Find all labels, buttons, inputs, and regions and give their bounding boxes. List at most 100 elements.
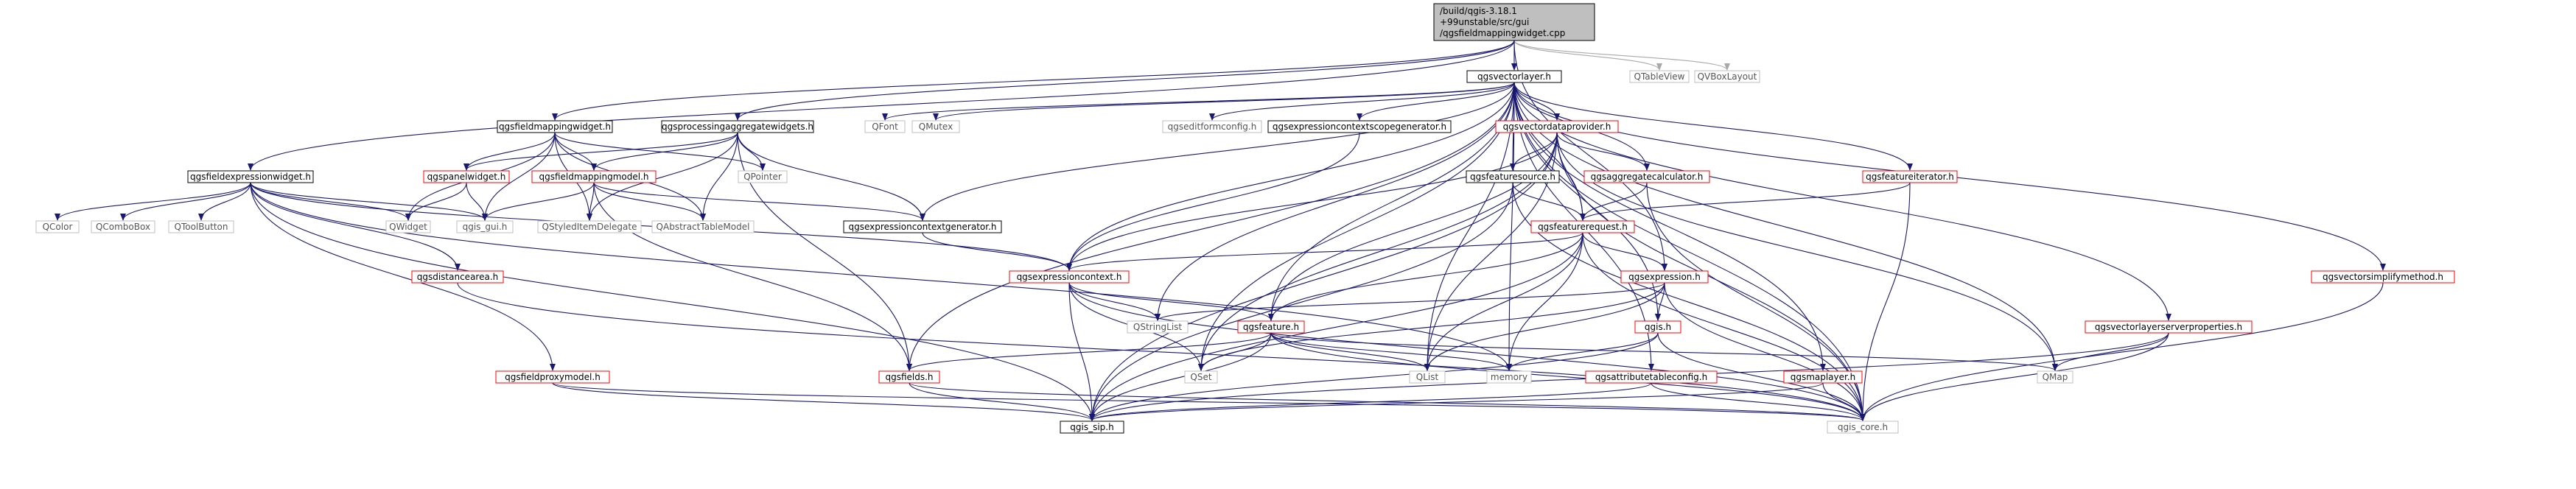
node-qlist[interactable]: QList: [1409, 370, 1446, 384]
node-box[interactable]: [1009, 270, 1130, 284]
node-qstyleditemdelegate[interactable]: QStyledItemDelegate: [537, 220, 642, 233]
node-box[interactable]: [864, 120, 906, 133]
node-qgsvectorlayer[interactable]: qgsvectorlayer.h: [1466, 70, 1562, 83]
node-qgsfeaturesource[interactable]: qgsfeaturesource.h: [1466, 170, 1560, 183]
node-qgsvectorlayerserverproperties[interactable]: qgsvectorlayerserverproperties.h: [2085, 320, 2253, 334]
node-qgsprocessingaggregatewidgets[interactable]: qgsprocessingaggregatewidgets.h: [661, 120, 814, 133]
node-box[interactable]: [2085, 320, 2253, 334]
node-box[interactable]: [1495, 120, 1619, 133]
node-qgsexpressioncontextscopegenerator[interactable]: qgsexpressioncontextscopegenerator.h: [1267, 120, 1452, 133]
node-qgsvectordataprovider[interactable]: qgsvectordataprovider.h: [1495, 120, 1619, 133]
edge-qgsvectordataprovider-to-qgsfeature: [1268, 132, 1558, 321]
node-box[interactable]: [1237, 320, 1305, 334]
node-qvboxlayout[interactable]: QVBoxLayout: [1694, 70, 1760, 83]
node-box[interactable]: [1127, 320, 1189, 334]
node-box[interactable]: [456, 220, 514, 233]
edge-qgsvectorlayer-to-qgsexpressioncontext: [1066, 82, 1515, 271]
node-memory[interactable]: memory: [1486, 370, 1532, 384]
node-qgsmaplayer[interactable]: qgsmaplayer.h: [1783, 370, 1863, 384]
node-box[interactable]: [1783, 370, 1863, 384]
node-box[interactable]: [531, 170, 657, 183]
node-label: QAbstractTableModel: [657, 222, 750, 232]
node-box[interactable]: [1466, 70, 1562, 83]
node-box[interactable]: [385, 220, 431, 233]
node-qabstracttablemodel[interactable]: QAbstractTableModel: [651, 220, 755, 233]
node-box[interactable]: [911, 120, 960, 133]
node-qstringlist[interactable]: QStringList: [1127, 320, 1189, 334]
root-node-box[interactable]: [1433, 3, 1595, 41]
node-qgsfieldmappingwidget[interactable]: qgsfieldmappingwidget.h: [497, 120, 613, 133]
node-qcombobox[interactable]: QComboBox: [91, 220, 155, 233]
node-qgsexpressioncontext[interactable]: qgsexpressioncontext.h: [1009, 270, 1130, 284]
node-qmap[interactable]: QMap: [2037, 370, 2073, 384]
node-box[interactable]: [651, 220, 755, 233]
node-qgsfieldexpressionwidget[interactable]: qgsfieldexpressionwidget.h: [187, 170, 314, 183]
node-qwidget[interactable]: QWidget: [385, 220, 431, 233]
node-box[interactable]: [1583, 170, 1710, 183]
node-qgsfeatureiterator[interactable]: qgsfeatureiterator.h: [1862, 170, 1958, 183]
node-qgis-gui[interactable]: qgis_gui.h: [456, 220, 514, 233]
node-box[interactable]: [423, 170, 510, 183]
node-qgspanelwidget[interactable]: qgspanelwidget.h: [423, 170, 510, 183]
node-box[interactable]: [1267, 120, 1452, 133]
node-qgis-core[interactable]: qgis_core.h: [1827, 421, 1899, 434]
node-box[interactable]: [187, 170, 314, 183]
node-qgis-sip[interactable]: qgis_sip.h: [1060, 421, 1124, 434]
node-qgseditformconfig[interactable]: qgseditformconfig.h: [1162, 120, 1262, 133]
node-box[interactable]: [1694, 70, 1760, 83]
node-box[interactable]: [1585, 370, 1718, 384]
node-box[interactable]: [1862, 170, 1958, 183]
node-box[interactable]: [1620, 270, 1709, 284]
node-box[interactable]: [661, 120, 814, 133]
node-box[interactable]: [411, 270, 504, 284]
node-box[interactable]: [497, 120, 613, 133]
edge-root-to-qgsfieldmappingwidget: [552, 40, 1515, 121]
node-box[interactable]: [35, 220, 80, 233]
node-qgsexpressioncontextgenerator[interactable]: qgsexpressioncontextgenerator.h: [843, 220, 1002, 233]
node-box[interactable]: [495, 370, 610, 384]
edge-qgsfieldexpressionwidget-to-memory: [250, 182, 1512, 371]
node-box[interactable]: [878, 370, 940, 384]
node-qtableview[interactable]: QTableView: [1629, 70, 1690, 83]
node-box[interactable]: [738, 170, 788, 183]
node-qgsfields[interactable]: qgsfields.h: [878, 370, 940, 384]
node-qcolor[interactable]: QColor: [35, 220, 80, 233]
node-qgsfeaturerequest[interactable]: qgsfeaturerequest.h: [1530, 220, 1635, 233]
node-qgsdistancearea[interactable]: qgsdistancearea.h: [411, 270, 504, 284]
node-box[interactable]: [1827, 421, 1899, 434]
node-qgsfeature[interactable]: qgsfeature.h: [1237, 320, 1305, 334]
node-box[interactable]: [1409, 370, 1446, 384]
node-qpointer[interactable]: QPointer: [738, 170, 788, 183]
node-qset[interactable]: QSet: [1184, 370, 1218, 384]
node-box[interactable]: [2311, 270, 2455, 284]
node-qgis-h[interactable]: qgis.h: [1634, 320, 1681, 334]
node-box[interactable]: [1530, 220, 1635, 233]
node-box[interactable]: [1634, 320, 1681, 334]
node-box[interactable]: [2037, 370, 2073, 384]
node-box[interactable]: [1060, 421, 1124, 434]
node-qgsattributetableconfig[interactable]: qgsattributetableconfig.h: [1585, 370, 1718, 384]
node-box[interactable]: [843, 220, 1002, 233]
edge-qgsvectorlayer-to-memory: [1506, 82, 1515, 371]
node-box[interactable]: [1162, 120, 1262, 133]
node-qfont[interactable]: QFont: [864, 120, 906, 133]
edge-qgsfeature-to-qgis-sip: [1089, 332, 1272, 421]
node-box[interactable]: [168, 220, 234, 233]
node-qtoolbutton[interactable]: QToolButton: [168, 220, 234, 233]
node-box[interactable]: [91, 220, 155, 233]
edge-qgsfieldproxymodel-to-qgis-sip: [552, 382, 1095, 421]
edge-qgsexpressioncontext-to-qgis-core: [1068, 282, 1866, 421]
node-box[interactable]: [537, 220, 642, 233]
node-qgsaggregatecalculator[interactable]: qgsaggregatecalculator.h: [1583, 170, 1710, 183]
node-qgsfieldmappingmodel[interactable]: qgsfieldmappingmodel.h: [531, 170, 657, 183]
node-label: QStringList: [1133, 322, 1183, 332]
node-qgsfieldproxymodel[interactable]: qgsfieldproxymodel.h: [495, 370, 610, 384]
node-qgsexpression[interactable]: qgsexpression.h: [1620, 270, 1709, 284]
node-box[interactable]: [1184, 370, 1218, 384]
node-qgsvectorsimplifymethod[interactable]: qgsvectorsimplifymethod.h: [2311, 270, 2455, 284]
node-box[interactable]: [1486, 370, 1532, 384]
node-label: qgsfeaturerequest.h: [1538, 222, 1628, 232]
node-box[interactable]: [1629, 70, 1690, 83]
node-qmutex[interactable]: QMutex: [911, 120, 960, 133]
node-box[interactable]: [1466, 170, 1560, 183]
